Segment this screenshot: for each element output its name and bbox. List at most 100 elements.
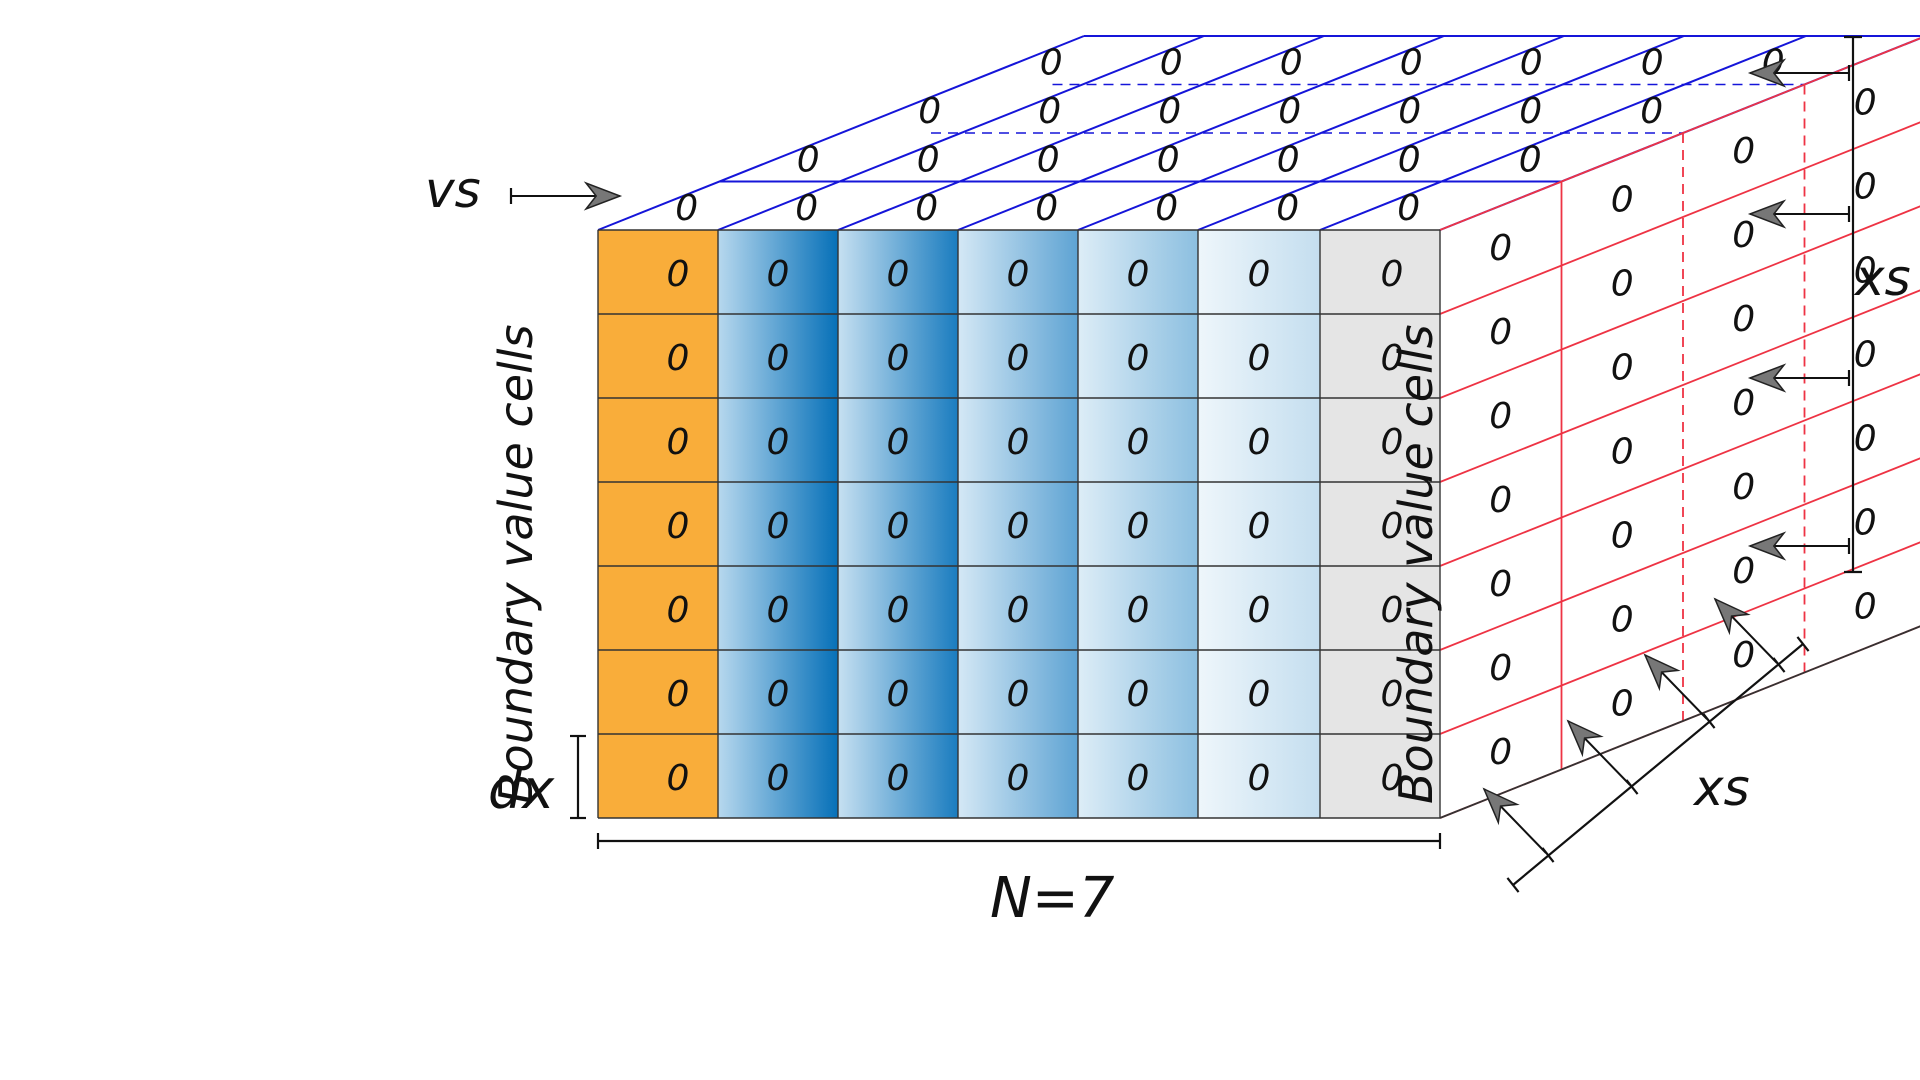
top-cell-value: 0 (1640, 91, 1663, 132)
front-cell-value: 0 (1248, 422, 1271, 463)
top-cell-value: 0 (1520, 42, 1543, 83)
front-cell-value: 0 (1007, 590, 1030, 631)
top-cell-value: 0 (1280, 42, 1303, 83)
top-cell-value: 0 (1278, 91, 1301, 132)
side-cell-value: 0 (1854, 334, 1877, 375)
front-cell-value: 0 (887, 758, 910, 799)
front-column-3 (838, 230, 958, 818)
front-column-1 (598, 230, 718, 818)
top-cell-value: 0 (1157, 139, 1180, 180)
front-cell-value: 0 (1381, 674, 1404, 715)
xs-bottom-bracket-tick (1506, 877, 1520, 893)
side-cell-value: 0 (1854, 82, 1877, 123)
front-cell-value: 0 (1127, 338, 1150, 379)
side-cell-value: 0 (1611, 263, 1634, 304)
front-cell-value: 0 (1127, 422, 1150, 463)
front-cell-value: 0 (1248, 506, 1271, 547)
front-cell-value: 0 (767, 758, 790, 799)
front-cell-value: 0 (1248, 758, 1271, 799)
side-cell-value: 0 (1732, 467, 1755, 508)
xs-bottom-arrow-3-head (1643, 653, 1681, 692)
top-depth-line (1077, 35, 1565, 231)
front-cell-value: 0 (887, 674, 910, 715)
dx-label: dx (488, 758, 555, 821)
front-cell-value: 0 (1127, 674, 1150, 715)
top-cell-value: 0 (1277, 139, 1300, 180)
front-cell-value: 0 (1381, 506, 1404, 547)
side-cell-value: 0 (1489, 228, 1512, 269)
side-cell-value: 0 (1732, 551, 1755, 592)
xs-bottom-arrow-1-head (1482, 787, 1520, 826)
front-cell-value: 0 (767, 338, 790, 379)
side-row-line (1439, 289, 1920, 483)
front-cell-value: 0 (1127, 254, 1150, 295)
top-cell-value: 0 (1155, 188, 1178, 229)
cell-values: 0000000000000000000000000000000000000000… (667, 254, 1404, 799)
side-cell-value: 0 (1611, 515, 1634, 556)
front-cell-value: 0 (887, 338, 910, 379)
front-cell-value: 0 (667, 506, 690, 547)
side-cell-value: 0 (1732, 215, 1755, 256)
side-bottom-edge (1439, 625, 1920, 819)
top-cell-value: 0 (1276, 188, 1299, 229)
front-cell-value: 0 (1127, 506, 1150, 547)
side-row-line (1439, 205, 1920, 399)
xs-bottom-bracket-line (1512, 643, 1804, 886)
front-column-7 (1320, 230, 1440, 818)
side-row-line (1439, 121, 1920, 315)
side-row-line (1439, 373, 1920, 567)
front-cell-value: 0 (887, 254, 910, 295)
side-cell-value: 0 (1854, 502, 1877, 543)
top-cell-value: 0 (797, 139, 820, 180)
side-row-line (1439, 457, 1920, 651)
top-cell-value: 0 (1038, 91, 1061, 132)
front-cell-value: 0 (887, 590, 910, 631)
front-column-5 (1078, 230, 1198, 818)
side-cell-value: 0 (1489, 648, 1512, 689)
front-cell-value: 0 (1007, 338, 1030, 379)
top-cell-value: 0 (795, 188, 818, 229)
front-cell-value: 0 (1007, 674, 1030, 715)
front-cell-value: 0 (767, 506, 790, 547)
side-cell-value: 0 (1489, 564, 1512, 605)
xs-bottom-arrow-2-head (1566, 719, 1604, 758)
boundary-label-left: Boundary value cells (489, 324, 543, 804)
side-cell-value: 0 (1611, 179, 1634, 220)
front-cell-value: 0 (1007, 422, 1030, 463)
side-cell-value: 0 (1611, 347, 1634, 388)
front-cell-value: 0 (1381, 422, 1404, 463)
front-cell-value: 0 (1381, 590, 1404, 631)
top-depth-line (597, 35, 1085, 231)
side-cell-value: 0 (1854, 166, 1877, 207)
boundary-label-right: Boundary value cells (1389, 324, 1443, 804)
side-cell-value: 0 (1732, 383, 1755, 424)
top-cell-value: 0 (1641, 42, 1664, 83)
xs-right-arrow-1-head (1747, 58, 1787, 88)
top-cell-value: 0 (1158, 91, 1181, 132)
front-grid-lines (597, 229, 1441, 819)
front-column-2 (718, 230, 838, 818)
top-cell-value: 0 (1398, 91, 1421, 132)
vs-label: vs (425, 161, 481, 219)
top-cell-value: 0 (1160, 42, 1183, 83)
top-cell-value: 0 (917, 139, 940, 180)
front-cell-value: 0 (1007, 758, 1030, 799)
front-cell-value: 0 (667, 758, 690, 799)
side-cell-value: 0 (1489, 480, 1512, 521)
dimension-annotations (509, 35, 1862, 893)
front-cell-value: 0 (1248, 590, 1271, 631)
top-depth-line (717, 35, 1205, 231)
front-cell-value: 0 (1127, 590, 1150, 631)
side-cell-value: 0 (1732, 635, 1755, 676)
side-cell-value: 0 (1732, 299, 1755, 340)
side-cell-value: 0 (1489, 732, 1512, 773)
side-cell-value: 0 (1854, 418, 1877, 459)
top-depth-line (957, 35, 1445, 231)
front-column-6 (1198, 230, 1320, 818)
front-cell-value: 0 (667, 422, 690, 463)
top-cell-value: 0 (1398, 139, 1421, 180)
side-cell-value: 0 (1611, 683, 1634, 724)
front-column-4 (958, 230, 1078, 818)
top-cell-value: 0 (675, 188, 698, 229)
xs-bottom-arrow-4-head (1713, 597, 1751, 636)
